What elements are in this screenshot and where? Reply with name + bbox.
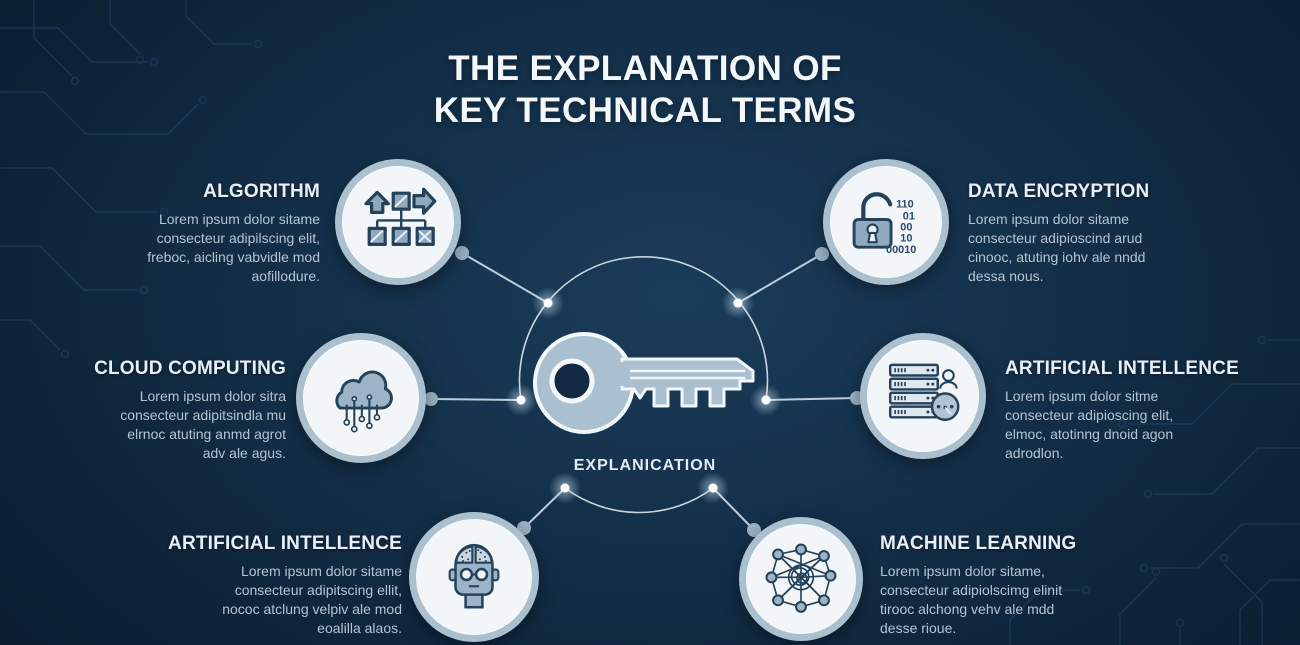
node-text-artificial-intellence-right: ARTIFICIAL INTELLENCE Lorem ipsum dolor … [1005, 358, 1297, 463]
node-circle-machine-learning [739, 517, 863, 641]
padlock-binary-icon: 110 01 00 10 00010 [852, 192, 916, 256]
orbit-circle [518, 256, 769, 514]
node-heading: MACHINE LEARNING [880, 533, 1077, 554]
binary-digits: 110 [896, 199, 914, 211]
robot-head-icon [448, 543, 500, 609]
node-circle-data-encryption: 110 01 00 10 00010 [823, 159, 949, 285]
node-heading: ALGORITHM [203, 181, 320, 202]
node-body: Lorem ipsum dolor sitame consecteur adip… [222, 563, 402, 637]
flowchart-icon [364, 187, 437, 246]
node-text-algorithm: ALGORITHM Lorem ipsum dolor sitame conse… [70, 181, 320, 286]
node-body: Lorem ipsum dolor sitame consecteur adip… [147, 211, 320, 285]
svg-text:10: 10 [900, 232, 912, 244]
title-line-1: THE EXPLANATION OF [448, 49, 842, 88]
node-circle-artificial-intellence-right [860, 333, 986, 459]
glow-dots [505, 287, 782, 504]
node-heading: ARTIFICIAL INTELLENCE [168, 533, 402, 554]
page-title: THE EXPLANATION OF KEY TECHNICAL TERMS [0, 48, 1290, 132]
node-text-cloud-computing: CLOUD COMPUTING Lorem ipsum dolor sitra … [26, 358, 286, 463]
node-circle-cloud-computing [296, 333, 426, 463]
node-text-artificial-intellence-left: ARTIFICIAL INTELLENCE Lorem ipsum dolor … [122, 533, 402, 638]
node-text-machine-learning: MACHINE LEARNING Lorem ipsum dolor sitam… [880, 533, 1180, 638]
node-body: Lorem ipsum dolor sitame consecteur adip… [968, 211, 1146, 285]
svg-text:01: 01 [903, 210, 915, 222]
key-icon [533, 332, 755, 434]
neural-network-icon [765, 543, 837, 613]
node-heading: CLOUD COMPUTING [94, 358, 286, 379]
server-ai-icon [888, 363, 960, 422]
node-text-data-encryption: DATA ENCRYPTION Lorem ipsum dolor sitame… [968, 181, 1258, 286]
svg-text:00: 00 [900, 221, 912, 233]
cloud-circuit-icon [335, 370, 393, 433]
node-circle-artificial-intellence-left [409, 512, 539, 642]
svg-text:00010: 00010 [886, 244, 916, 256]
title-line-2: KEY TECHNICAL TERMS [433, 91, 857, 130]
center-label: EXPLANICATION [573, 457, 717, 474]
node-heading: ARTIFICIAL INTELLENCE [1005, 358, 1239, 379]
node-body: Lorem ipsum dolor sitame, consecteur adi… [880, 563, 1063, 637]
node-body: Lorem ipsum dolor sitme consecteur adipi… [1005, 388, 1174, 462]
node-circle-algorithm [335, 159, 461, 285]
node-heading: DATA ENCRYPTION [968, 181, 1150, 202]
node-body: Lorem ipsum dolor sitra consecteur adipi… [120, 388, 286, 462]
